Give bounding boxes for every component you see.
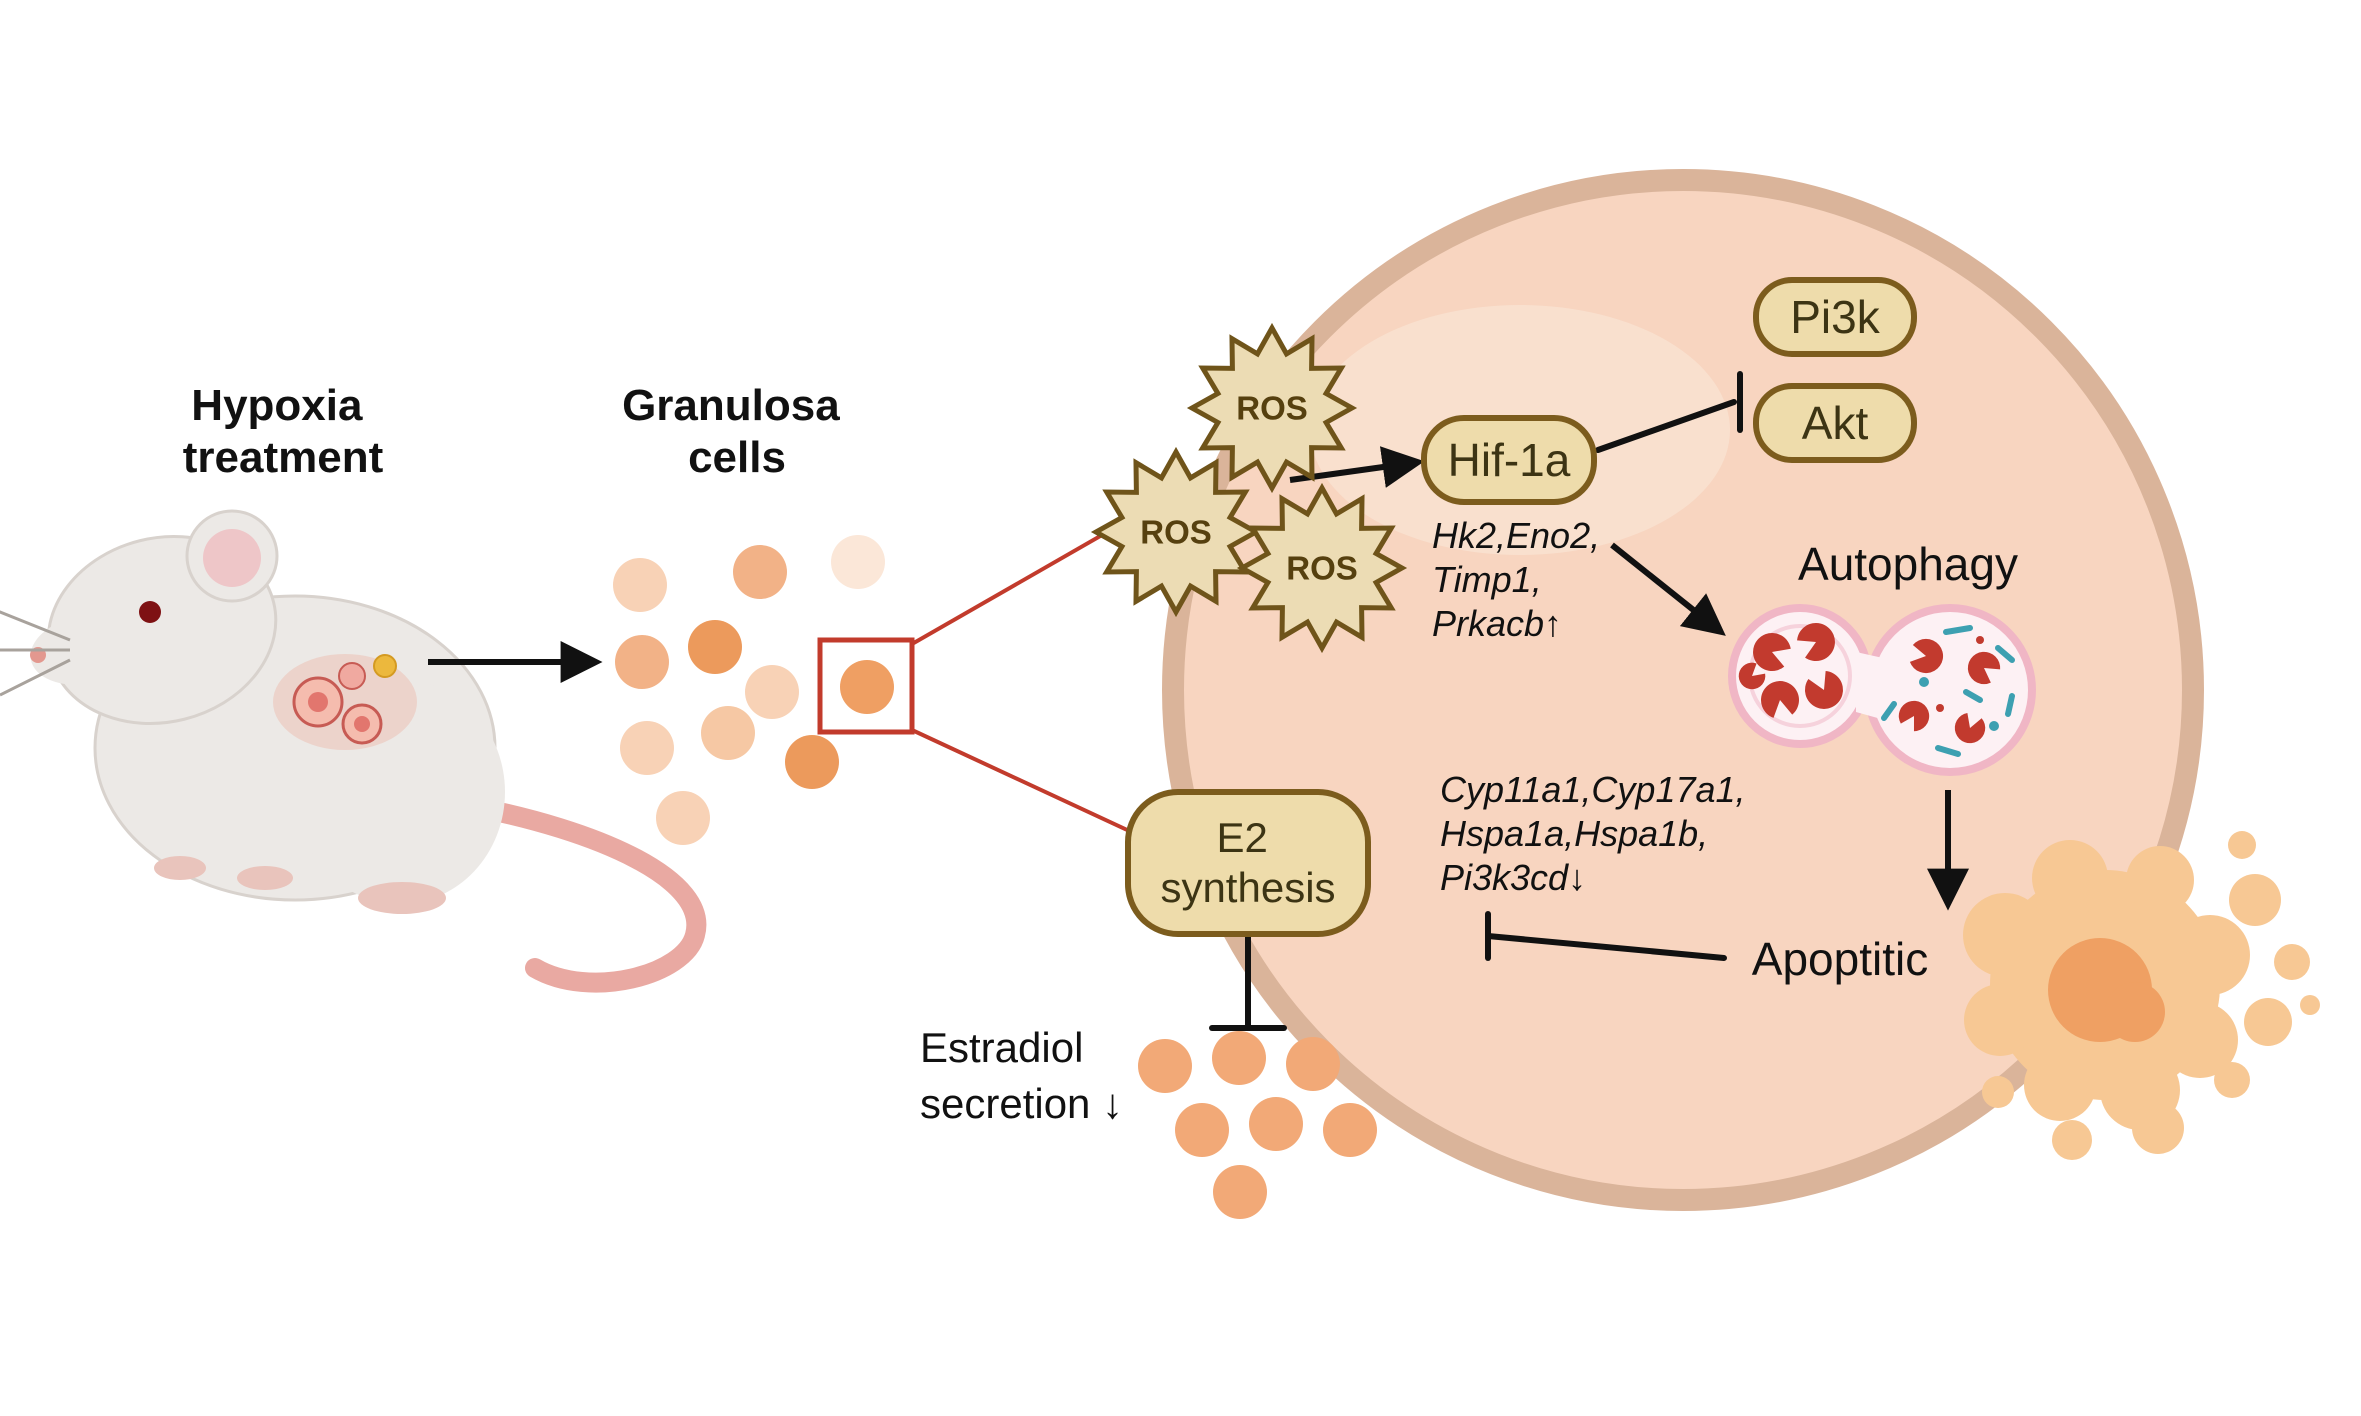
estradiol-cell (1249, 1097, 1303, 1151)
cargo-dot (1989, 721, 1999, 731)
zoom-highlight-box (817, 637, 915, 735)
granulosa-cell (688, 620, 742, 674)
apoptotic-bump (1964, 984, 2036, 1056)
apoptotic-bump (2170, 915, 2250, 995)
mouse-paw (237, 866, 293, 890)
granulosa-cell (613, 558, 667, 612)
pi3k-node: Pi3k (1753, 277, 1917, 357)
hif1a-node: Hif-1a (1421, 415, 1597, 505)
mouse-ear-inner (203, 529, 261, 587)
estradiol-cell (1286, 1037, 1340, 1091)
follicle-core (308, 692, 328, 712)
apoptotic-bump (2032, 840, 2108, 916)
apoptotic-blebs (2300, 995, 2320, 1015)
apoptotic-core-bump (2105, 982, 2165, 1042)
ros-label: ROS (1140, 514, 1212, 551)
inhibition-shaft (1595, 399, 1737, 453)
hif1a-box (1421, 415, 1597, 505)
apoptotic-blebs (2132, 1102, 2184, 1154)
estradiol-cell (1323, 1103, 1377, 1157)
apoptotic-bump (2024, 1049, 2096, 1121)
follicle-core (354, 716, 370, 732)
degraded-cargo-squiggles (1881, 625, 2015, 757)
granulosa-cell-cluster (613, 535, 915, 845)
granulosa-cell (620, 721, 674, 775)
e2-inhibits-estradiol (1209, 933, 1287, 1031)
granulosa-cell (656, 791, 710, 845)
hif1a-inhibits-pi3k-akt (1595, 371, 1743, 453)
akt-node: Akt (1753, 383, 1917, 463)
hif1a-to-autophagy-arrow (1610, 542, 1726, 636)
apoptotic-blebs (1982, 1076, 2014, 1108)
apoptotic-blebs (2214, 1062, 2250, 1098)
apoptotic-blebs (2244, 998, 2292, 1046)
follicle (338, 662, 366, 690)
apoptotic-cell-illustration (1963, 831, 2320, 1160)
ros-label: ROS (1286, 550, 1358, 587)
hypoxia-treatment-label: Hypoxia treatment (183, 381, 384, 482)
corpus-luteum (373, 654, 397, 678)
apoptotic-blebs (2229, 874, 2281, 926)
e2-synthesis-box (1125, 789, 1371, 937)
granulosa-cell (785, 735, 839, 789)
cargo-dot (1919, 677, 1929, 687)
apoptotic-bump (2126, 846, 2194, 914)
upregulated-genes-text: Hk2,Eno2, Timp1, Prkacb↑ (1432, 515, 1610, 644)
autophagy-label: Autophagy (1798, 538, 2018, 590)
mouse-whiskers (0, 610, 71, 697)
autophagosome-illustration (1728, 604, 2036, 776)
granulosa-cell (615, 635, 669, 689)
pi3k-label: Pi3k (1790, 291, 1880, 343)
apoptotic-label: Apoptitic (1752, 933, 1928, 985)
estradiol-secretion-label: Estradiol secretion ↓ (920, 1024, 1123, 1127)
mouse-hind-foot (358, 882, 446, 914)
granulosa-cell (701, 706, 755, 760)
mouse-ovary-illustration (273, 654, 417, 750)
estradiol-cell (1213, 1165, 1267, 1219)
estradiol-cell (1212, 1031, 1266, 1085)
autophagosome-neck (1856, 652, 1892, 722)
inhibition-shaft (1485, 933, 1727, 961)
apoptotic-bump (2162, 1002, 2238, 1078)
mouse-illustration (0, 509, 707, 993)
ros-cluster: ROS ROS ROS (1096, 328, 1402, 648)
akt-box (1753, 383, 1917, 463)
pi3k-box (1753, 277, 1917, 357)
mouse-eye (139, 601, 161, 623)
apoptotic-inhibits-e2 (1485, 911, 1727, 961)
mouse-tail (455, 795, 707, 993)
akt-label: Akt (1802, 397, 1869, 449)
granulosa-cells-label: Granulosa cells (622, 381, 852, 482)
granulosa-cell (745, 665, 799, 719)
granulosa-cell-selected (840, 660, 894, 714)
estradiol-cell-cluster (1138, 1031, 1377, 1219)
apoptotic-blebs (2052, 1120, 2092, 1160)
apoptotic-bump (1963, 893, 2047, 977)
downregulated-genes-text: Cyp11a1,Cyp17a1, Hspa1a,Hspa1b, Pi3k3cd↓ (1440, 769, 1756, 898)
hif1a-label: Hif-1a (1448, 434, 1571, 486)
apoptotic-blebs (2274, 944, 2310, 980)
e2-synthesis-label: E2 synthesis (1160, 814, 1335, 911)
estradiol-cell (1175, 1103, 1229, 1157)
cargo-dot (1936, 704, 1944, 712)
ros-label: ROS (1236, 390, 1308, 427)
apoptotic-blebs (2228, 831, 2256, 859)
granulosa-cell (831, 535, 885, 589)
granulosa-cell (733, 545, 787, 599)
cargo-dot (1976, 636, 1984, 644)
e2-synthesis-node: E2 synthesis (1125, 789, 1371, 937)
estradiol-cell (1138, 1039, 1192, 1093)
mouse-front-paw (154, 856, 206, 880)
